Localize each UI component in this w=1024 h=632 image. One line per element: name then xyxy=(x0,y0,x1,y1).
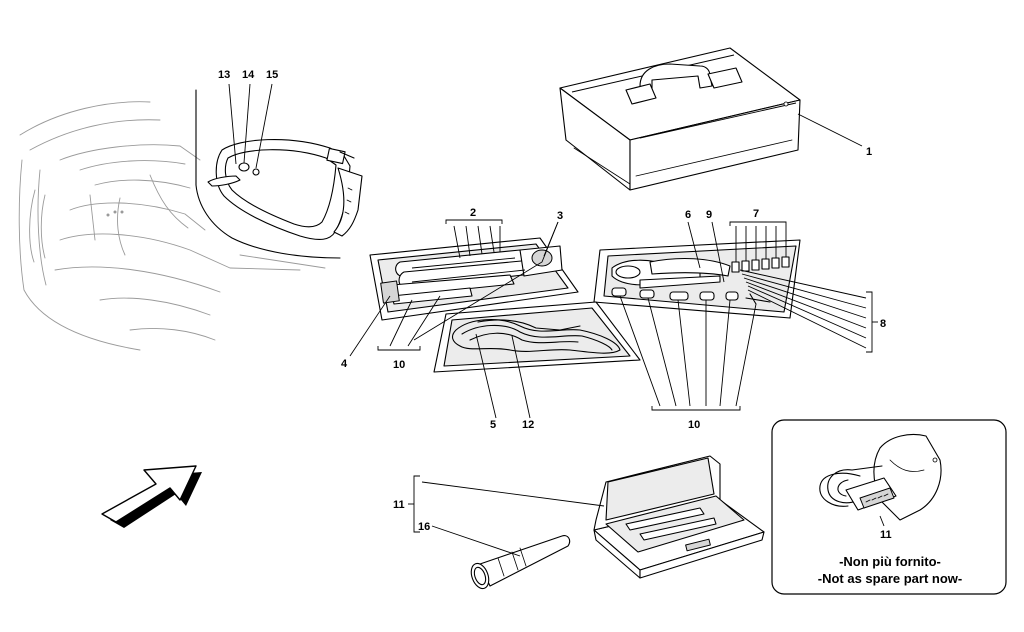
direction-arrow-icon xyxy=(101,465,202,528)
car-trunk-illustration xyxy=(18,101,326,351)
leader-lines xyxy=(228,83,885,557)
inset-note-english: -Not as spare part now- xyxy=(818,571,962,586)
inset-note-italian: -Non più fornito- xyxy=(839,554,941,569)
callout-4: 4 xyxy=(341,358,348,370)
tool-bag xyxy=(559,47,801,191)
tool-tray-sockets xyxy=(593,239,801,319)
callout-2: 2 xyxy=(470,207,476,219)
callout-16: 16 xyxy=(418,521,430,533)
inset-pouch xyxy=(819,433,942,521)
callout-11-inset: 11 xyxy=(880,529,892,541)
callout-3: 3 xyxy=(557,210,563,222)
callout-13: 13 xyxy=(218,69,230,81)
callout-7: 7 xyxy=(753,208,759,220)
callout-10-left: 10 xyxy=(393,359,405,371)
callout-15: 15 xyxy=(266,69,278,81)
callout-5: 5 xyxy=(490,419,496,431)
callout-1: 1 xyxy=(866,146,872,158)
callout-10-right: 10 xyxy=(688,419,700,431)
callout-8: 8 xyxy=(880,318,886,330)
trunk-edge xyxy=(195,89,341,259)
callout-6: 6 xyxy=(685,209,691,221)
torch xyxy=(470,535,571,590)
inset-box xyxy=(771,419,1007,595)
tray-with-belts xyxy=(433,301,641,373)
callout-12: 12 xyxy=(522,419,534,431)
callout-14: 14 xyxy=(242,69,255,81)
callout-9: 9 xyxy=(706,209,712,221)
retaining-strap xyxy=(207,138,363,241)
tool-tray-wrenches xyxy=(369,237,579,321)
torch-case xyxy=(593,455,765,579)
callout-labels: 1 13 14 15 2 3 4 10 5 12 6 9 7 8 10 11 1… xyxy=(218,69,892,541)
callout-11: 11 xyxy=(393,499,405,511)
